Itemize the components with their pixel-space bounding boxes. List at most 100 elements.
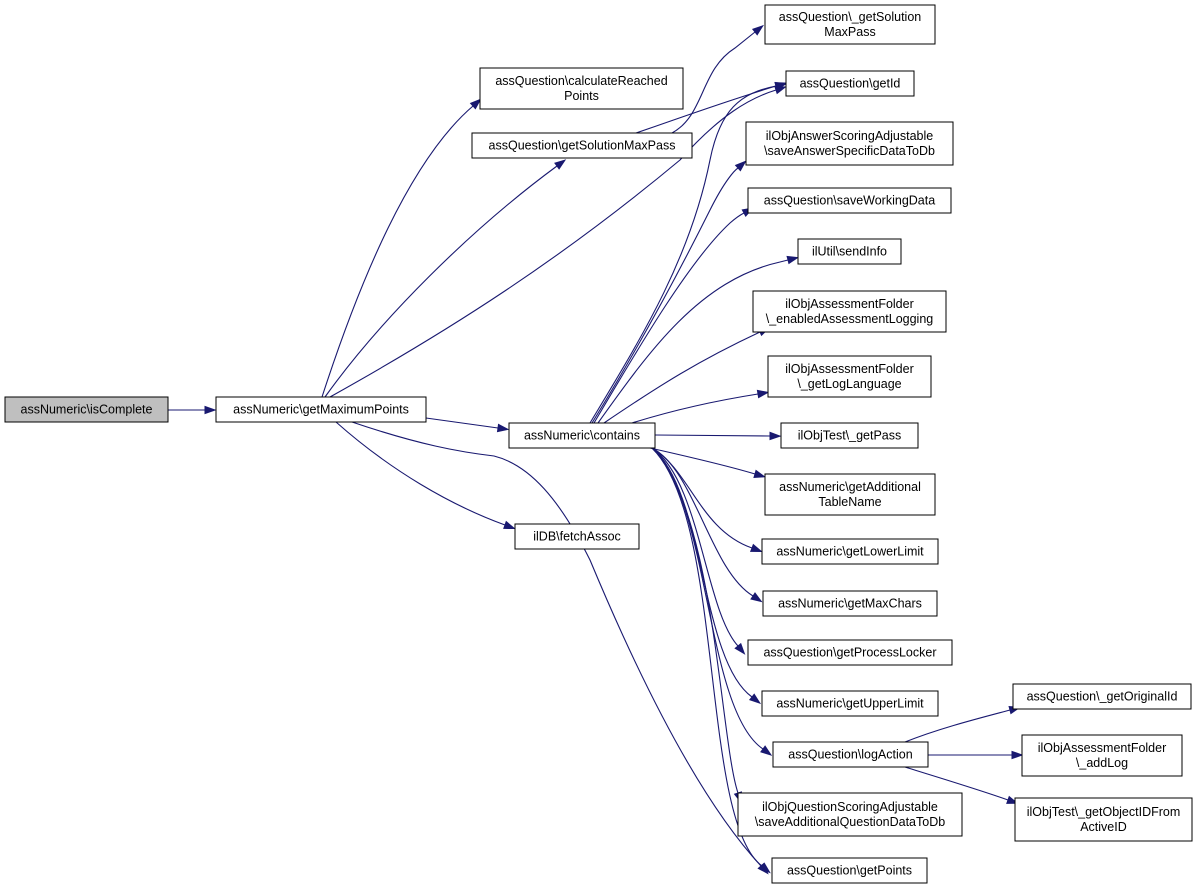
node-box[interactable] xyxy=(771,857,928,884)
node-label-line: Points xyxy=(564,89,599,103)
node-box[interactable] xyxy=(772,741,929,768)
edge-arrowhead xyxy=(748,693,762,705)
node-label-line: assNumeric\getUpperLimit xyxy=(776,697,924,711)
edges-layer xyxy=(168,24,1024,875)
edge-arrowhead xyxy=(750,592,763,603)
edge-line xyxy=(335,421,506,526)
edge-arrowhead xyxy=(734,160,747,172)
node-label-line: ilObjTest\_getPass xyxy=(798,429,902,443)
edge-arrowhead xyxy=(786,255,800,265)
node-logAction[interactable]: assQuestion\logAction xyxy=(772,741,929,768)
node-box[interactable] xyxy=(737,792,963,837)
edge-contains-to-getUpperLimit xyxy=(651,447,762,705)
node-isComplete[interactable]: assNumeric\isComplete xyxy=(4,396,169,423)
node-box[interactable] xyxy=(762,590,938,617)
node-contains[interactable]: assNumeric\contains xyxy=(508,422,656,449)
edge-contains-to-getLowerLimit xyxy=(651,447,763,553)
node-saveAdditionalQuestionDataToDb[interactable]: ilObjQuestionScoringAdjustable\saveAddit… xyxy=(737,792,963,837)
node-label-line: TableName xyxy=(818,495,881,509)
node-box[interactable] xyxy=(4,396,169,423)
edge-line xyxy=(324,165,558,398)
node-box[interactable] xyxy=(1012,683,1192,710)
edge-getMaximumPoints-to-contains xyxy=(425,417,510,433)
edge-line xyxy=(321,105,474,398)
node-getUpperLimit[interactable]: assNumeric\getUpperLimit xyxy=(761,690,939,717)
edge-arrowhead xyxy=(469,98,482,110)
node-box[interactable] xyxy=(1021,734,1183,777)
edge-line xyxy=(351,421,762,867)
edge-line xyxy=(329,89,777,398)
node-getPoints[interactable]: assQuestion\getPoints xyxy=(771,857,928,884)
node-box[interactable] xyxy=(471,132,693,159)
node-label-line: assQuestion\calculateReached xyxy=(495,74,667,88)
edge-contains-to-saveWorkingData xyxy=(593,207,755,424)
node-label-line: ilDB\fetchAssoc xyxy=(533,530,621,544)
node-box[interactable] xyxy=(764,473,936,516)
node-label-line: assQuestion\getSolutionMaxPass xyxy=(489,139,676,153)
node-box[interactable] xyxy=(785,70,915,97)
node-box[interactable] xyxy=(514,523,640,550)
node-box[interactable] xyxy=(479,67,684,110)
node-saveWorkingData[interactable]: assQuestion\saveWorkingData xyxy=(747,187,952,214)
node-label-line: assQuestion\getProcessLocker xyxy=(763,646,936,660)
edge-getMaximumPoints-to-calculateReachedPoints xyxy=(321,98,482,398)
node-label-line: assNumeric\getLowerLimit xyxy=(776,545,924,559)
edge-contains-to-getLogLanguage xyxy=(631,389,770,424)
edge-line xyxy=(591,167,739,424)
node-sendInfo[interactable]: ilUtil\sendInfo xyxy=(797,238,902,265)
edge-contains-to-saveAdditionalQuestionDataToDb xyxy=(651,447,742,804)
node-box[interactable] xyxy=(752,290,947,333)
node-getMaxChars[interactable]: assNumeric\getMaxChars xyxy=(762,590,938,617)
edge-contains-to-saveAnswerSpecificDataToDb xyxy=(591,160,747,424)
node-box[interactable] xyxy=(215,396,427,423)
edge-contains-to-logAction xyxy=(651,447,773,756)
node-box[interactable] xyxy=(1014,797,1193,842)
node-fetchAssoc[interactable]: ilDB\fetchAssoc xyxy=(514,523,640,550)
edge-arrowhead xyxy=(774,81,788,91)
edge-contains-to-getAdditionalTableName xyxy=(649,447,767,479)
node-label-line: assQuestion\_getOriginalId xyxy=(1027,690,1178,704)
node-box[interactable] xyxy=(761,538,939,565)
edge-arrowhead xyxy=(503,520,516,530)
node-getProcessLocker[interactable]: assQuestion\getProcessLocker xyxy=(747,639,953,666)
node-_getSolutionMaxPass[interactable]: assQuestion\_getSolutionMaxPass xyxy=(764,4,936,45)
edge-contains-to-getPass xyxy=(654,431,782,441)
node-label-line: assNumeric\getMaximumPoints xyxy=(233,403,409,417)
node-box[interactable] xyxy=(764,4,936,45)
node-box[interactable] xyxy=(797,238,902,265)
node-getLowerLimit[interactable]: assNumeric\getLowerLimit xyxy=(761,538,939,565)
node-saveAnswerSpecificDataToDb[interactable]: ilObjAnswerScoringAdjustable\saveAnswerS… xyxy=(745,121,954,166)
node-label-line: ilObjTest\_getObjectIDFrom xyxy=(1027,805,1181,819)
node-getMaximumPoints[interactable]: assNumeric\getMaximumPoints xyxy=(215,396,427,423)
node-box[interactable] xyxy=(780,422,919,449)
edge-arrowhead xyxy=(751,24,764,36)
node-getId[interactable]: assQuestion\getId xyxy=(785,70,915,97)
node-enabledAssessmentLogging[interactable]: ilObjAssessmentFolder\_enabledAssessment… xyxy=(752,290,947,333)
node-label-line: assNumeric\contains xyxy=(524,429,640,443)
node-box[interactable] xyxy=(745,121,954,166)
edge-contains-to-enabledAssessmentLogging xyxy=(603,327,771,424)
edge-arrowhead xyxy=(760,745,773,756)
node-addLog[interactable]: ilObjAssessmentFolder\_addLog xyxy=(1021,734,1183,777)
node-label-line: ilObjAssessmentFolder xyxy=(1038,741,1167,755)
node-getLogLanguage[interactable]: ilObjAssessmentFolder\_getLogLanguage xyxy=(767,355,932,398)
edge-contains-to-getMaxChars xyxy=(651,447,763,603)
edge-line xyxy=(597,259,789,424)
edge-contains-to-getProcessLocker xyxy=(651,447,746,655)
node-box[interactable] xyxy=(508,422,656,449)
node-getSolutionMaxPass[interactable]: assQuestion\getSolutionMaxPass xyxy=(471,132,693,159)
node-box[interactable] xyxy=(747,639,953,666)
edge-line xyxy=(631,393,759,424)
edge-line xyxy=(593,212,745,424)
node-box[interactable] xyxy=(761,690,939,717)
node-getOriginalId[interactable]: assQuestion\_getOriginalId xyxy=(1012,683,1192,710)
node-label-line: assQuestion\getId xyxy=(800,77,901,91)
edge-line xyxy=(425,417,499,429)
node-box[interactable] xyxy=(767,355,932,398)
node-box[interactable] xyxy=(747,187,952,214)
node-getPass[interactable]: ilObjTest\_getPass xyxy=(780,422,919,449)
